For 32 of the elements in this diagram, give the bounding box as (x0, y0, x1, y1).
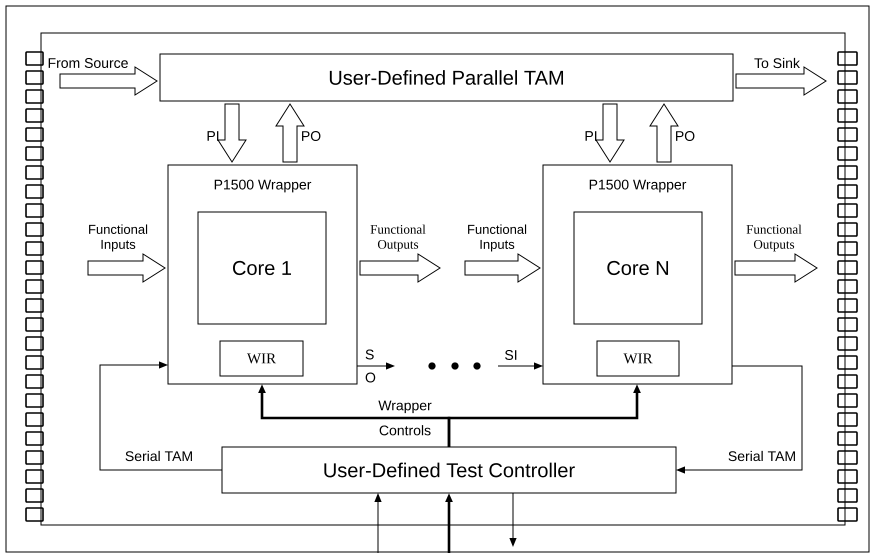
core-box: Core N (574, 212, 702, 324)
block-arrow (88, 253, 166, 283)
wir-box: WIR (596, 340, 680, 376)
edge-label: Serial TAM (126, 450, 192, 462)
edge-label: PO (302, 131, 320, 141)
controller-box: User-Defined Test Controller (222, 446, 676, 494)
edge-label: PI (208, 131, 218, 141)
wir-box: WIR (220, 340, 304, 376)
edge-label: Functional Inputs (468, 224, 526, 252)
tam-box: User-Defined Parallel TAM (160, 54, 734, 102)
block-arrow (736, 66, 827, 96)
edge-label: From Source (48, 58, 128, 68)
block-arrow (734, 253, 818, 283)
edge-label: Functional Outputs (370, 224, 426, 252)
edge-label: PO (676, 131, 694, 141)
block-arrow (360, 253, 441, 283)
block-arrow (275, 103, 305, 162)
edge-label: To Sink (754, 58, 800, 68)
block-arrow (60, 66, 158, 96)
edge-label: Functional Inputs (89, 224, 148, 252)
block-arrow (595, 104, 625, 163)
block-arrow (217, 104, 247, 163)
edge-label: S O (366, 350, 376, 382)
edge-label: SI (505, 350, 516, 360)
arrow (100, 361, 222, 470)
core-box: Core 1 (198, 212, 326, 324)
block-arrow (649, 103, 679, 162)
edge-label: PI (586, 131, 596, 141)
block-arrow (464, 253, 541, 283)
edge-label: Functional Outputs (746, 224, 802, 252)
edge-label: Serial TAM (728, 450, 795, 462)
edge-label: Wrapper Controls (378, 400, 432, 436)
